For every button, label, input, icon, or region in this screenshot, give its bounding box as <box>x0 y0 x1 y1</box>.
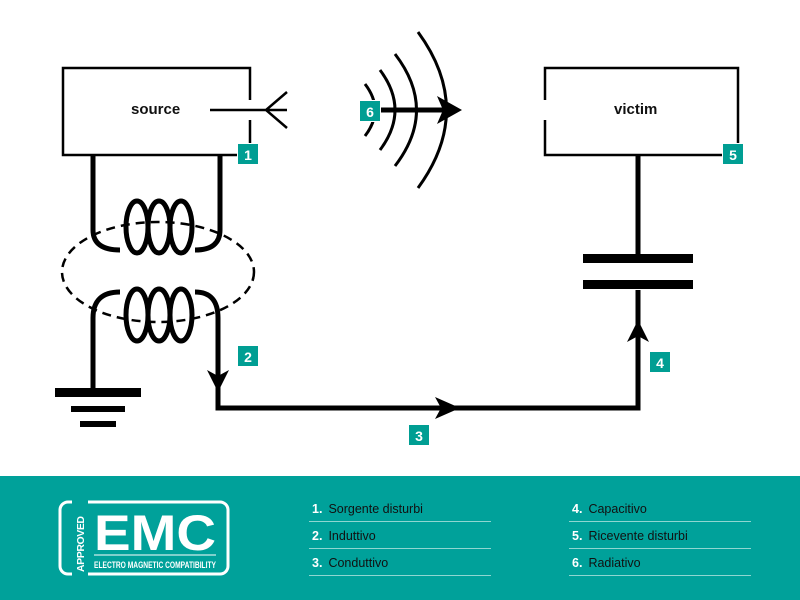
legend-label: Induttivo <box>328 529 376 543</box>
victim-box <box>543 66 740 157</box>
badge-6: 6 <box>359 100 381 122</box>
emc-approved-logo: APPROVED EMC ELECTRO MAGNETIC COMPATIBIL… <box>58 500 230 576</box>
legend-item: 3. Conduttivo <box>309 550 491 576</box>
capacitor-plate-bottom <box>583 280 693 289</box>
legend-num: 1. <box>312 502 323 516</box>
legend-num: 2. <box>312 529 323 543</box>
magnetic-field-loop <box>60 220 256 324</box>
ground-bar-1 <box>55 388 141 397</box>
logo-side-text: APPROVED <box>75 516 87 572</box>
legend-left: 1. Sorgente disturbi 2. Induttivo 3. Condut… <box>309 496 491 577</box>
radiated-arrowhead <box>437 96 462 124</box>
legend-label: Conduttivo <box>328 556 389 570</box>
victim-label: victim <box>614 101 658 118</box>
arrow-down-icon <box>207 370 229 392</box>
legend-num: 3. <box>312 556 323 570</box>
legend-label: Capacitivo <box>588 502 647 516</box>
badge-5: 5 <box>722 143 744 165</box>
ground-bar-2 <box>71 406 125 412</box>
legend-right: 4. Capacitivo 5. Ricevente disturbi 6. Radi… <box>569 496 751 577</box>
legend-num: 4. <box>572 502 583 516</box>
primary-coil <box>90 155 223 253</box>
capacitor-plate-top <box>583 254 693 263</box>
badge-4: 4 <box>649 351 671 373</box>
legend-item: 1. Sorgente disturbi <box>309 496 491 522</box>
emc-coupling-diagram <box>55 31 740 427</box>
antenna <box>210 91 288 129</box>
legend-label: Ricevente disturbi <box>588 529 688 543</box>
legend-num: 6. <box>572 556 583 570</box>
primary-turns <box>123 198 195 256</box>
logo-main-text: EMC <box>94 505 216 561</box>
secondary-coil <box>90 289 221 390</box>
badge-3: 3 <box>408 424 430 446</box>
legend-item: 4. Capacitivo <box>569 496 751 522</box>
badge-2: 2 <box>237 345 259 367</box>
legend-item: 6. Radiativo <box>569 550 751 576</box>
legend-item: 2. Induttivo <box>309 523 491 549</box>
logo-sub-text: ELECTRO MAGNETIC COMPATIBILITY <box>94 560 216 570</box>
arrow-up-icon <box>627 320 649 342</box>
secondary-turns <box>123 286 195 344</box>
legend-label: Radiativo <box>588 556 641 570</box>
footer <box>0 476 800 600</box>
arrow-right-icon <box>435 397 460 419</box>
source-label: source <box>131 101 181 118</box>
badge-1: 1 <box>237 143 259 165</box>
ground-bar-3 <box>80 421 116 427</box>
legend-label: Sorgente disturbi <box>328 502 423 516</box>
legend-item: 5. Ricevente disturbi <box>569 523 751 549</box>
conductive-path <box>215 290 641 411</box>
legend-num: 5. <box>572 529 583 543</box>
